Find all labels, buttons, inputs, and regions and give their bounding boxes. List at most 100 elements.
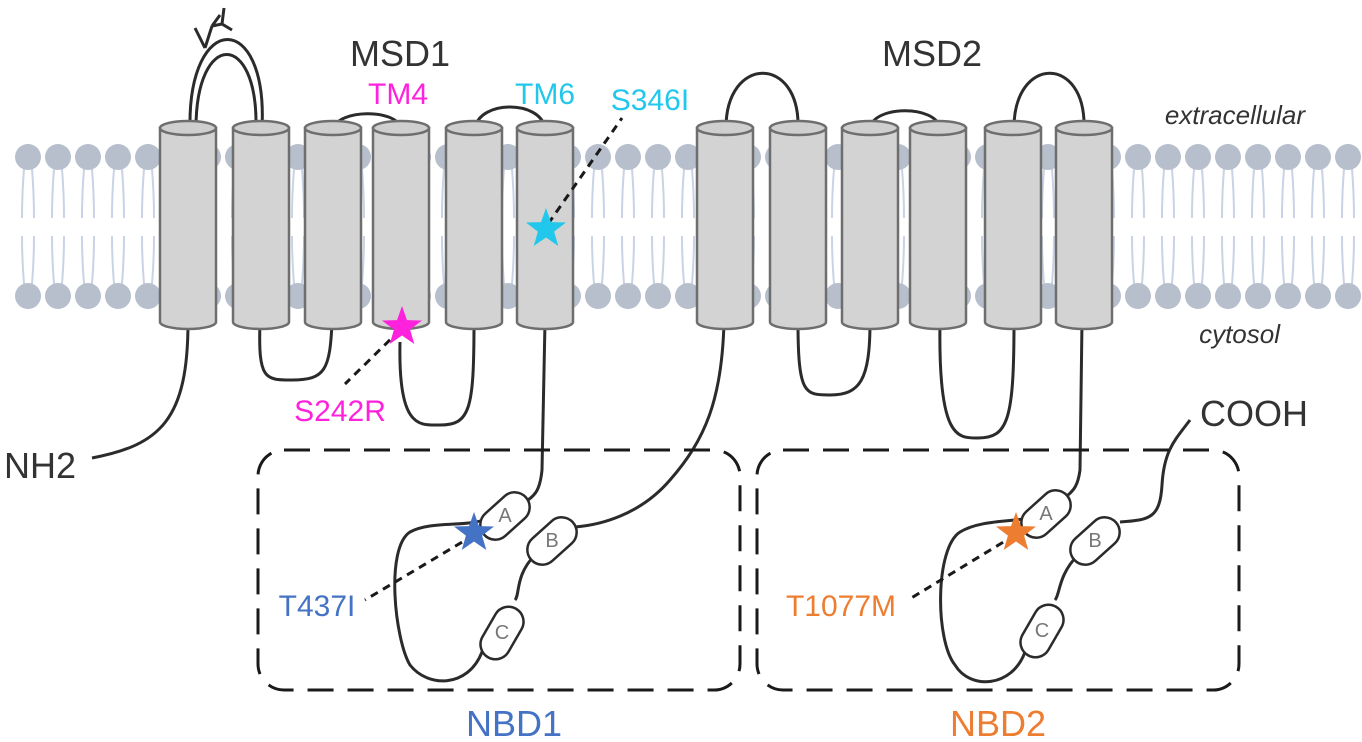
- lipid-tail: [121, 235, 125, 285]
- lipid-tail: [51, 168, 55, 219]
- lipid-tail: [21, 168, 25, 219]
- lipid-tail: [1131, 235, 1135, 285]
- nbd2-label: NBD2: [950, 703, 1046, 742]
- intracellular-loop-10-11: [938, 321, 1016, 440]
- lipid-tail: [601, 235, 605, 285]
- lipid-tail: [681, 235, 685, 285]
- lipid-tail: [831, 168, 835, 219]
- cooh-label: COOH: [1200, 393, 1308, 434]
- lipid-tail: [1321, 235, 1325, 285]
- lipid-tail: [1281, 235, 1285, 285]
- lipid-tail: [1311, 235, 1315, 285]
- tm-helix-7: [695, 119, 755, 331]
- lipid-head: [585, 283, 611, 309]
- lipid-tail: [511, 235, 515, 285]
- lipid-tail: [291, 168, 295, 219]
- tm6-to-nbd1-linker: [527, 321, 547, 502]
- s346i-pointer: [546, 117, 624, 225]
- lipid-tail: [91, 168, 95, 219]
- lipid-tail: [661, 235, 665, 285]
- tm-helix-12: [1054, 119, 1114, 331]
- nbd1-box: [256, 448, 742, 692]
- lipid-tail: [621, 235, 625, 285]
- tm4-label: TM4: [368, 78, 428, 111]
- lipid-head: [135, 144, 161, 170]
- nbd2-motif-b: B: [1069, 516, 1121, 566]
- lipid-tail: [121, 168, 125, 219]
- nbd1-motif-c: C: [479, 605, 525, 661]
- lipid-tail: [901, 168, 905, 219]
- lipid-tail: [1281, 168, 1285, 219]
- tm-helix-1: [158, 119, 218, 331]
- lipid-tail: [1191, 168, 1195, 219]
- tm-helix-5: [444, 119, 504, 331]
- lipid-head: [645, 283, 671, 309]
- lipid-tail: [111, 168, 115, 219]
- lipid-tail: [31, 168, 35, 219]
- lipid-head: [1245, 283, 1271, 309]
- lipid-tail: [691, 168, 695, 219]
- msd2-label: MSD2: [882, 33, 982, 74]
- nbd2-motif-a-label: A: [1039, 503, 1053, 525]
- lipid-head: [105, 144, 131, 170]
- lipid-tail: [141, 235, 145, 285]
- lipid-head: [645, 144, 671, 170]
- lipid-tail: [61, 235, 65, 285]
- lipid-tail: [1051, 168, 1055, 219]
- tm12-to-nbd2-linker: [1067, 321, 1084, 497]
- lipid-tail: [1161, 168, 1165, 219]
- tm-helix-3: [303, 119, 363, 331]
- t1077m-pointer: [907, 533, 1016, 602]
- lipid-tail: [1171, 168, 1175, 219]
- lipid-head: [75, 144, 101, 170]
- lipid-tail: [1041, 168, 1045, 219]
- t1077m-star-icon: [996, 512, 1036, 550]
- lipid-head: [615, 283, 641, 309]
- lipid-head: [15, 283, 41, 309]
- lipid-tail: [151, 235, 155, 285]
- tm-helix-10: [908, 119, 968, 331]
- cytosol-label: cytosol: [1199, 319, 1281, 349]
- lipid-tail: [1341, 168, 1345, 219]
- lipid-tail: [901, 235, 905, 285]
- lipid-tail: [1231, 168, 1235, 219]
- lipid-head: [1155, 144, 1181, 170]
- lipid-tail: [81, 168, 85, 219]
- t437i-star-icon: [454, 512, 494, 550]
- glycosylated-loop-inner: [194, 53, 258, 129]
- tm-helix-9: [840, 119, 900, 331]
- t437i-label: T437I: [279, 590, 356, 623]
- nbd2-motifs: A B C: [1019, 489, 1121, 659]
- lipid-tail: [141, 168, 145, 219]
- lipid-tail: [291, 235, 295, 285]
- lipid-head: [1155, 283, 1181, 309]
- nbd2-motif-c: C: [1019, 603, 1065, 659]
- t1077m-label: T1077M: [786, 590, 896, 623]
- lipid-head: [45, 283, 71, 309]
- t437i-pointer: [364, 533, 475, 602]
- lipid-tail: [651, 235, 655, 285]
- lipid-tail: [1201, 168, 1205, 219]
- lipid-head: [1335, 283, 1361, 309]
- lipid-head: [1185, 283, 1211, 309]
- lipid-head: [1335, 144, 1361, 170]
- lipid-tail: [301, 168, 305, 219]
- lipid-head: [135, 283, 161, 309]
- lipid-tail: [591, 168, 595, 219]
- nbd2-motif-b-label: B: [1088, 530, 1101, 552]
- n-terminus-chain: [91, 321, 190, 460]
- lipid-tail: [1251, 235, 1255, 285]
- lipid-head: [1125, 144, 1151, 170]
- s242r-star-icon: [382, 306, 422, 344]
- nbd1-motifs: A B C: [479, 491, 578, 661]
- msd1-label: MSD1: [350, 33, 450, 74]
- lipid-tail: [361, 168, 365, 219]
- lipid-head: [1245, 144, 1271, 170]
- lipid-tail: [1351, 235, 1355, 285]
- lipid-tail: [1291, 168, 1295, 219]
- lipid-head: [45, 144, 71, 170]
- lipid-tail: [511, 168, 515, 219]
- lipid-head: [15, 144, 41, 170]
- nbd2-motif-c-label: C: [1035, 620, 1049, 642]
